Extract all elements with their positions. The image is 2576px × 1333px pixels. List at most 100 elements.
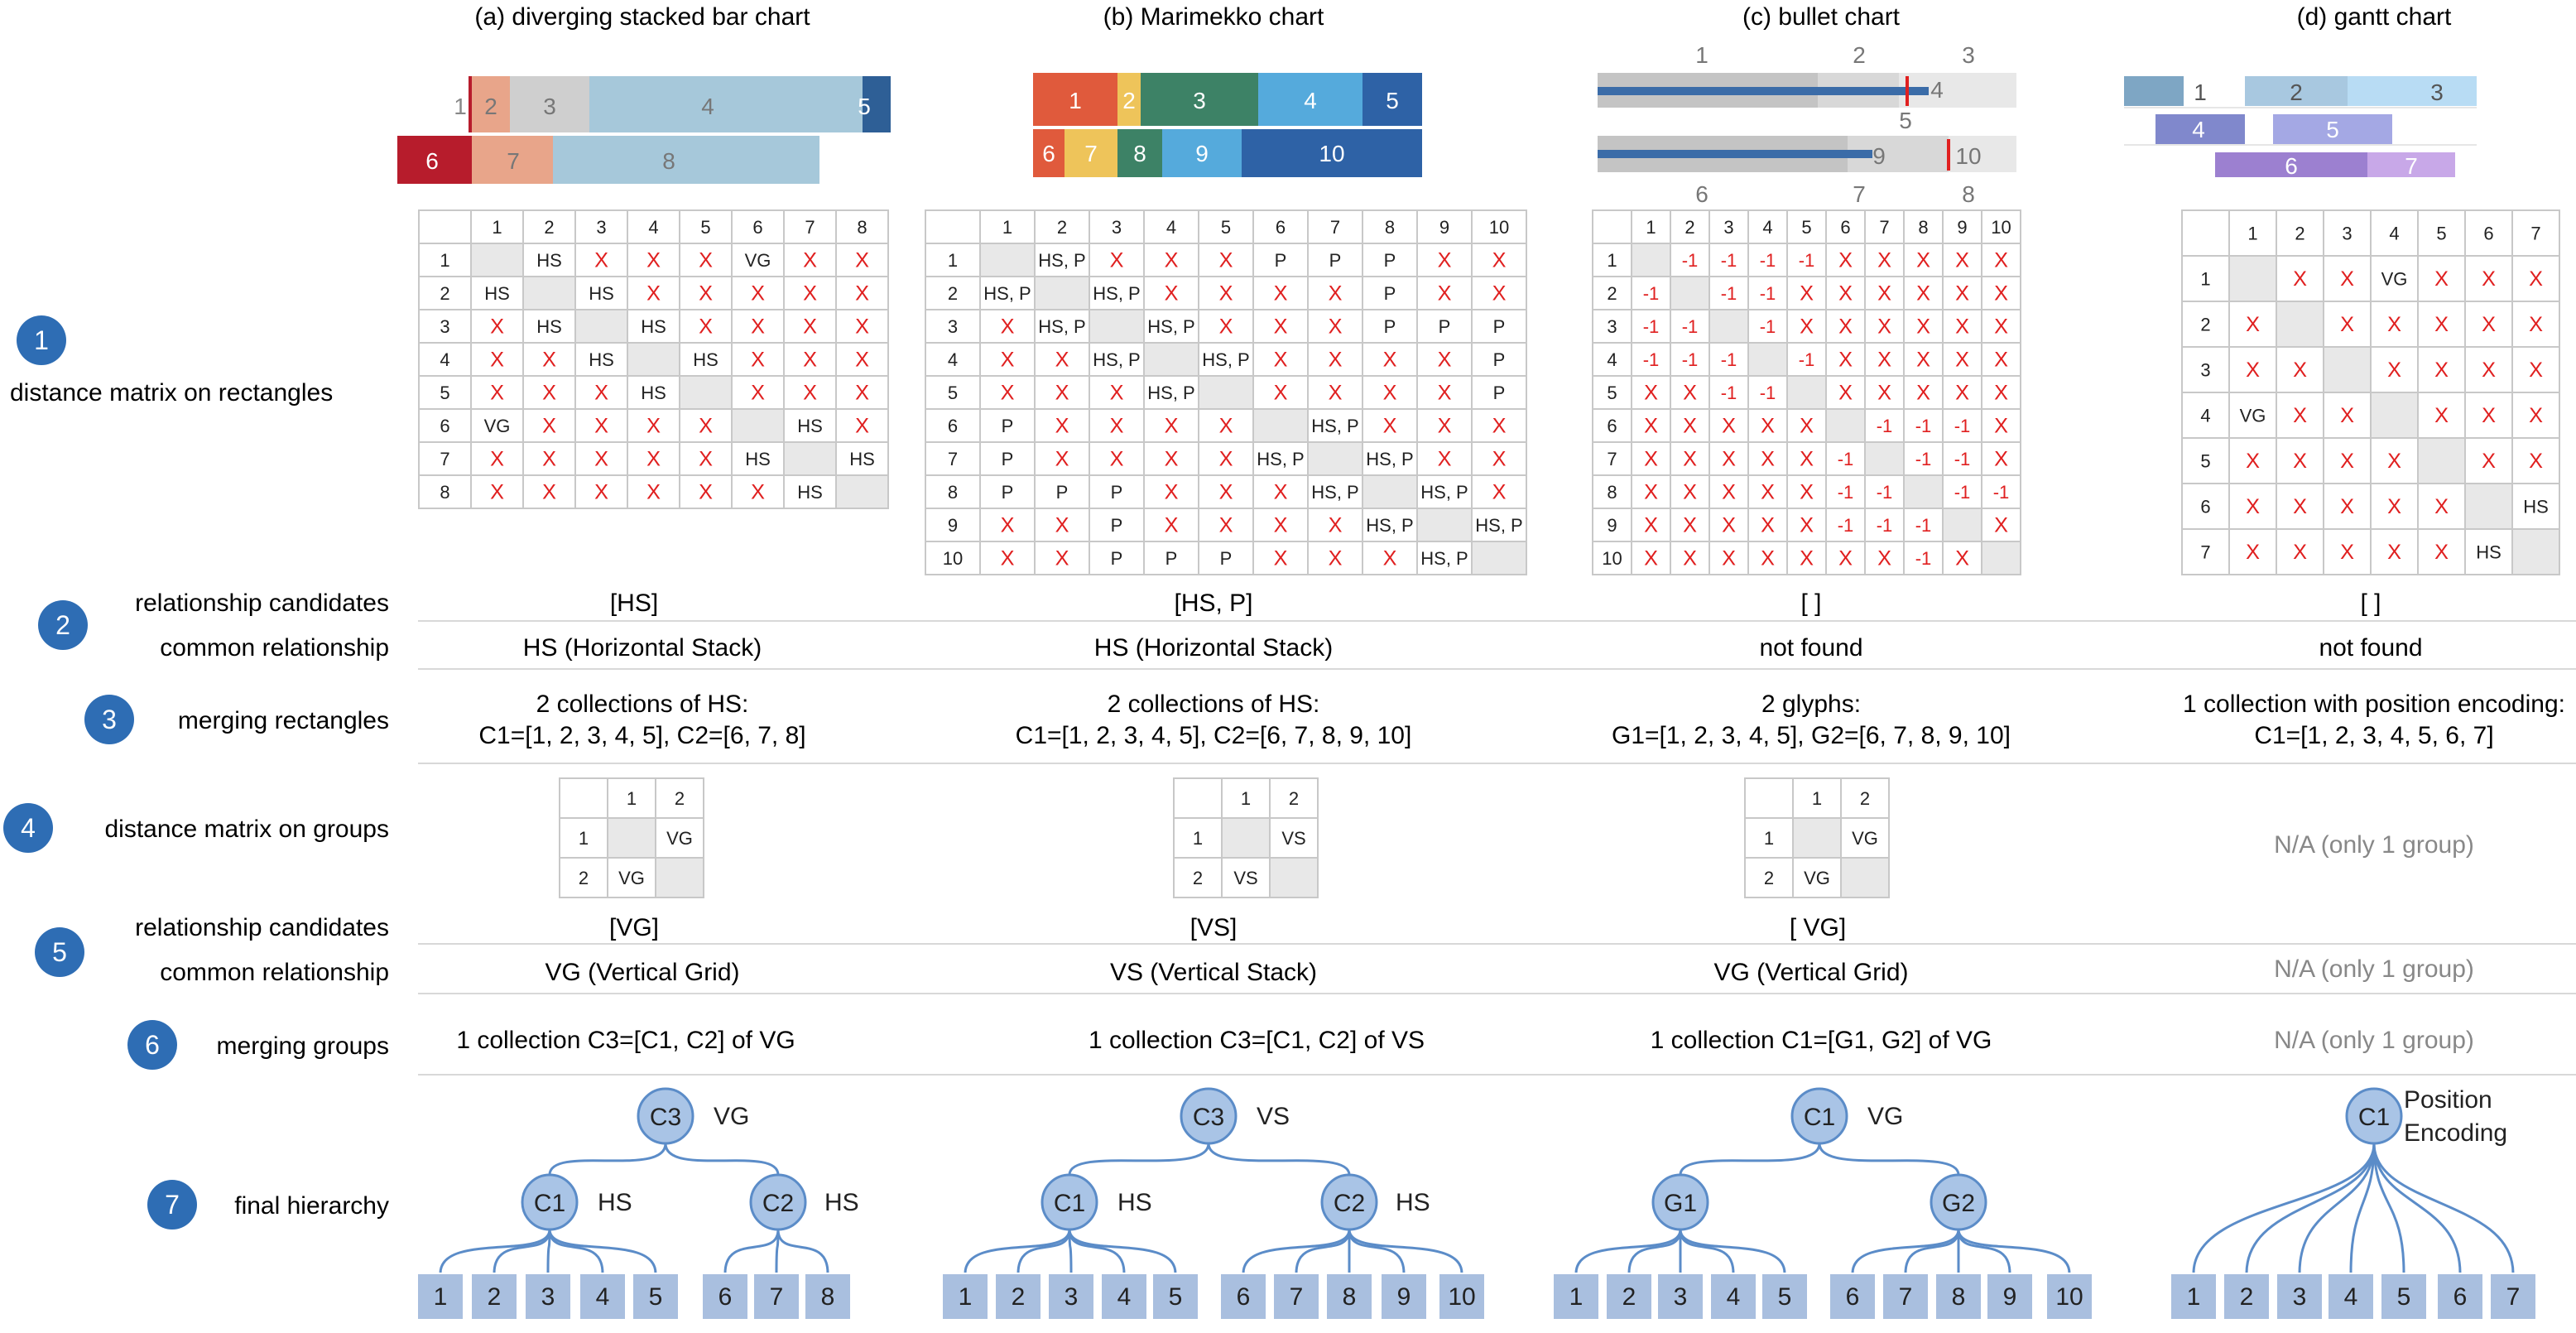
- matrix-cell: [1903, 243, 1944, 277]
- cross-mark: X: [1274, 315, 1288, 339]
- leaf-label: 10: [2055, 1283, 2083, 1311]
- cross-mark: X: [2482, 359, 2496, 382]
- matrix-cell: [2276, 483, 2324, 530]
- tree-edge: [964, 1229, 1071, 1274]
- matrix-cell: [1981, 474, 2021, 509]
- matrix-value: -1: [1799, 250, 1815, 271]
- step-badge-5: [35, 927, 84, 977]
- matrix-row-header-cell: [418, 375, 472, 410]
- step-label-2a: relationship candidates: [135, 590, 389, 617]
- matrix-header-cell: [2323, 209, 2372, 257]
- cross-mark: X: [803, 382, 817, 405]
- matrix-row-header: 5: [948, 383, 958, 403]
- cross-mark: X: [1165, 282, 1179, 306]
- cross-mark: X: [1492, 282, 1507, 306]
- cross-mark: X: [699, 282, 713, 306]
- group-matrix-cell: [1840, 777, 1890, 819]
- step5-texts: [VG] VG (Vertical Grid) [VS] VS (Vertica…: [545, 914, 2473, 986]
- matrix-cell: [731, 441, 785, 476]
- matrix-value: HS, P: [1147, 316, 1194, 337]
- cross-mark: X: [1955, 249, 1969, 272]
- matrix-diagonal-cell: [2323, 346, 2372, 393]
- root-node-label: C3: [650, 1104, 681, 1131]
- candidates-b: [HS, P]: [1174, 590, 1252, 617]
- column-title-b: (b) Marimekko chart: [1103, 3, 1324, 31]
- matrix-cell: [1631, 541, 1671, 575]
- matrix-value: -1: [1643, 316, 1660, 337]
- matrix-cell: [835, 276, 889, 310]
- merge-rect-a-line2: C1=[1, 2, 3, 4, 5], C2=[6, 7, 8]: [478, 722, 805, 749]
- matrix-header-cell: [1143, 209, 1199, 244]
- group-matrix-value: 1: [1764, 828, 1774, 849]
- mekko-b6-label: 6: [1042, 141, 1055, 166]
- matrix-cell: [522, 375, 576, 410]
- tree-edge: [664, 1143, 780, 1176]
- cross-mark: X: [1274, 282, 1288, 306]
- matrix-row-header: 9: [1607, 515, 1617, 536]
- merge-rect-b-line2: C1=[1, 2, 3, 4, 5], C2=[6, 7, 8, 9, 10]: [1016, 722, 1412, 749]
- matrix-value: -1: [1877, 416, 1893, 436]
- matrix-diagonal-cell: [2464, 483, 2513, 530]
- matrix-cell: [2323, 301, 2372, 348]
- matrix-value: P: [1439, 316, 1451, 337]
- tree-edge: [1348, 1229, 1463, 1274]
- matrix-col-header: 3: [1723, 217, 1733, 238]
- cross-mark: X: [1438, 349, 1452, 372]
- leaf-label: 7: [770, 1283, 784, 1311]
- merge-rect-d-line1: 1 collection with position encoding:: [2183, 691, 2565, 718]
- right-node: [1930, 1173, 1987, 1231]
- matrix-row-header-cell: [418, 441, 472, 476]
- matrix-value: -1: [1799, 349, 1815, 370]
- matrix-value: HS: [797, 416, 823, 436]
- matrix-value: -1: [1838, 449, 1854, 469]
- matrix-value: HS, P: [1366, 515, 1413, 536]
- leaf-label: 1: [1569, 1283, 1584, 1311]
- matrix-row-header: 2: [948, 283, 958, 304]
- matrix-value: HS: [641, 383, 666, 403]
- matrix-cell: [1981, 508, 2021, 542]
- cross-mark: X: [2529, 359, 2543, 382]
- cross-mark: X: [2482, 450, 2496, 473]
- matrix-header-cell: [835, 209, 889, 244]
- leaf-box: [2276, 1273, 2324, 1321]
- root-node: [637, 1087, 694, 1145]
- matrix-header-cell: [1903, 209, 1944, 244]
- cross-mark: X: [594, 448, 608, 471]
- matrix-cell: [1864, 342, 1905, 377]
- matrix-cell: [2276, 528, 2324, 575]
- matrix-cell: [1198, 441, 1254, 476]
- matrix-diagonal-cell: [2276, 301, 2324, 348]
- group-common-c: VG (Vertical Grid): [1713, 959, 1908, 986]
- cross-mark: X: [1916, 282, 1930, 306]
- mekko-b9-label: 9: [1195, 141, 1209, 166]
- matrix-row-header-cell: [1592, 474, 1632, 509]
- cross-mark: X: [1274, 481, 1288, 504]
- matrix-row-header: 2: [1607, 283, 1617, 304]
- leaf-box: [701, 1273, 749, 1321]
- cross-mark: X: [1329, 349, 1343, 372]
- cross-mark: X: [2293, 450, 2307, 473]
- cross-mark: X: [1001, 514, 1015, 537]
- cross-mark: X: [2529, 313, 2543, 336]
- matrix-cell: [627, 309, 680, 344]
- step2-texts: [HS] HS (Horizontal Stack) [HS, P] HS (H…: [523, 590, 2423, 662]
- root-relation-line2: Encoding: [2404, 1119, 2507, 1147]
- matrix-value: P: [1165, 548, 1178, 569]
- matrix-row-header: 1: [1607, 250, 1617, 271]
- step3-texts: 2 collections of HS: C1=[1, 2, 3, 4, 5],…: [478, 691, 2565, 749]
- cross-mark: X: [1219, 415, 1233, 438]
- cross-mark: X: [1800, 415, 1814, 438]
- matrix-row-header: 6: [1607, 416, 1617, 436]
- matrix-value: -1: [1643, 283, 1660, 304]
- step-3: 3 merging rectangles: [84, 695, 389, 744]
- matrix-cell: [1709, 508, 1749, 542]
- matrix-row-header-cell: [925, 309, 981, 344]
- cross-mark: X: [1001, 315, 1015, 339]
- matrix-diagonal-cell: [1089, 309, 1145, 344]
- matrix-header-cell: [522, 209, 576, 244]
- root-node-label: C1: [2358, 1104, 2390, 1131]
- cross-mark: X: [1838, 315, 1853, 339]
- matrix-diagonal-cell: [2417, 437, 2466, 484]
